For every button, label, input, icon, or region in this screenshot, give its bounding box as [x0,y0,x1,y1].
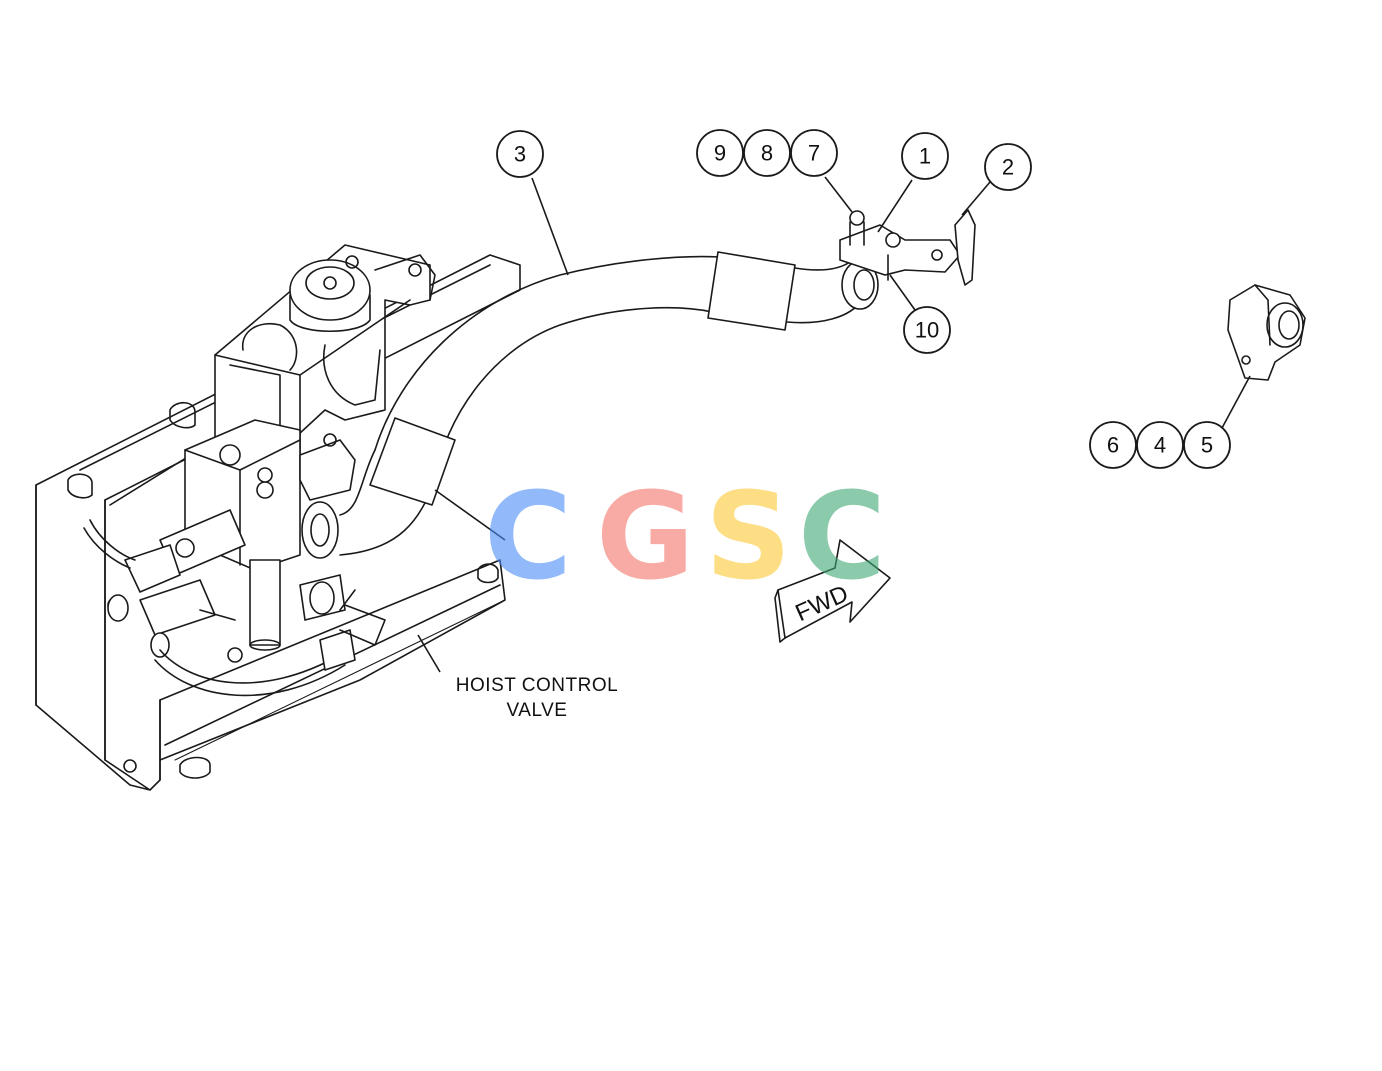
callout-8-label: 8 [761,141,773,166]
callout-7-label: 7 [808,141,820,166]
small-tube [83,519,386,697]
leader-3 [531,177,569,276]
callout-6: 6 [1089,421,1137,469]
watermark-letter-2: G [596,468,695,607]
callout-1-label: 1 [919,144,931,169]
hoist-control-valve-note: HOIST CONTROL VALVE [456,675,618,721]
left-fittings [107,509,246,663]
callout-8: 8 [743,129,791,177]
leader-lines [417,176,1251,673]
leader-10 [889,274,916,311]
callout-4-label: 4 [1154,433,1166,458]
callout-3-label: 3 [514,142,526,167]
main-hose [339,251,879,556]
watermark-logo: C G S C [484,468,886,607]
clamp-assembly [839,209,976,286]
callout-10-label: 10 [915,318,939,343]
watermark-letter-1: C [484,468,572,607]
watermark-letter-3: S [705,468,791,607]
watermark-letter-4: C [798,468,886,607]
callout-5: 5 [1183,421,1231,469]
callout-3: 3 [496,130,544,178]
leader-1 [877,179,913,233]
leader-valve-arrow [434,489,506,541]
callout-1: 1 [901,132,949,180]
callout-10: 10 [903,306,951,354]
hoist-note-line-2: VALVE [507,700,568,721]
callout-4: 4 [1136,421,1184,469]
callout-7: 7 [790,129,838,177]
leader-5 [1221,375,1251,429]
callout-2-label: 2 [1002,155,1014,180]
callout-9: 9 [696,129,744,177]
leader-2 [961,181,991,216]
leader-hoist [417,634,441,673]
callout-6-label: 6 [1107,433,1119,458]
callout-5-label: 5 [1201,433,1213,458]
callout-9-label: 9 [714,141,726,166]
hoist-control-valve [184,244,436,651]
hoist-note-line-1: HOIST CONTROL [456,675,618,696]
callout-2: 2 [984,143,1032,191]
fwd-direction-arrow: FWD [774,539,891,643]
leader-7 [824,176,853,213]
clamp-detail [1227,284,1306,381]
